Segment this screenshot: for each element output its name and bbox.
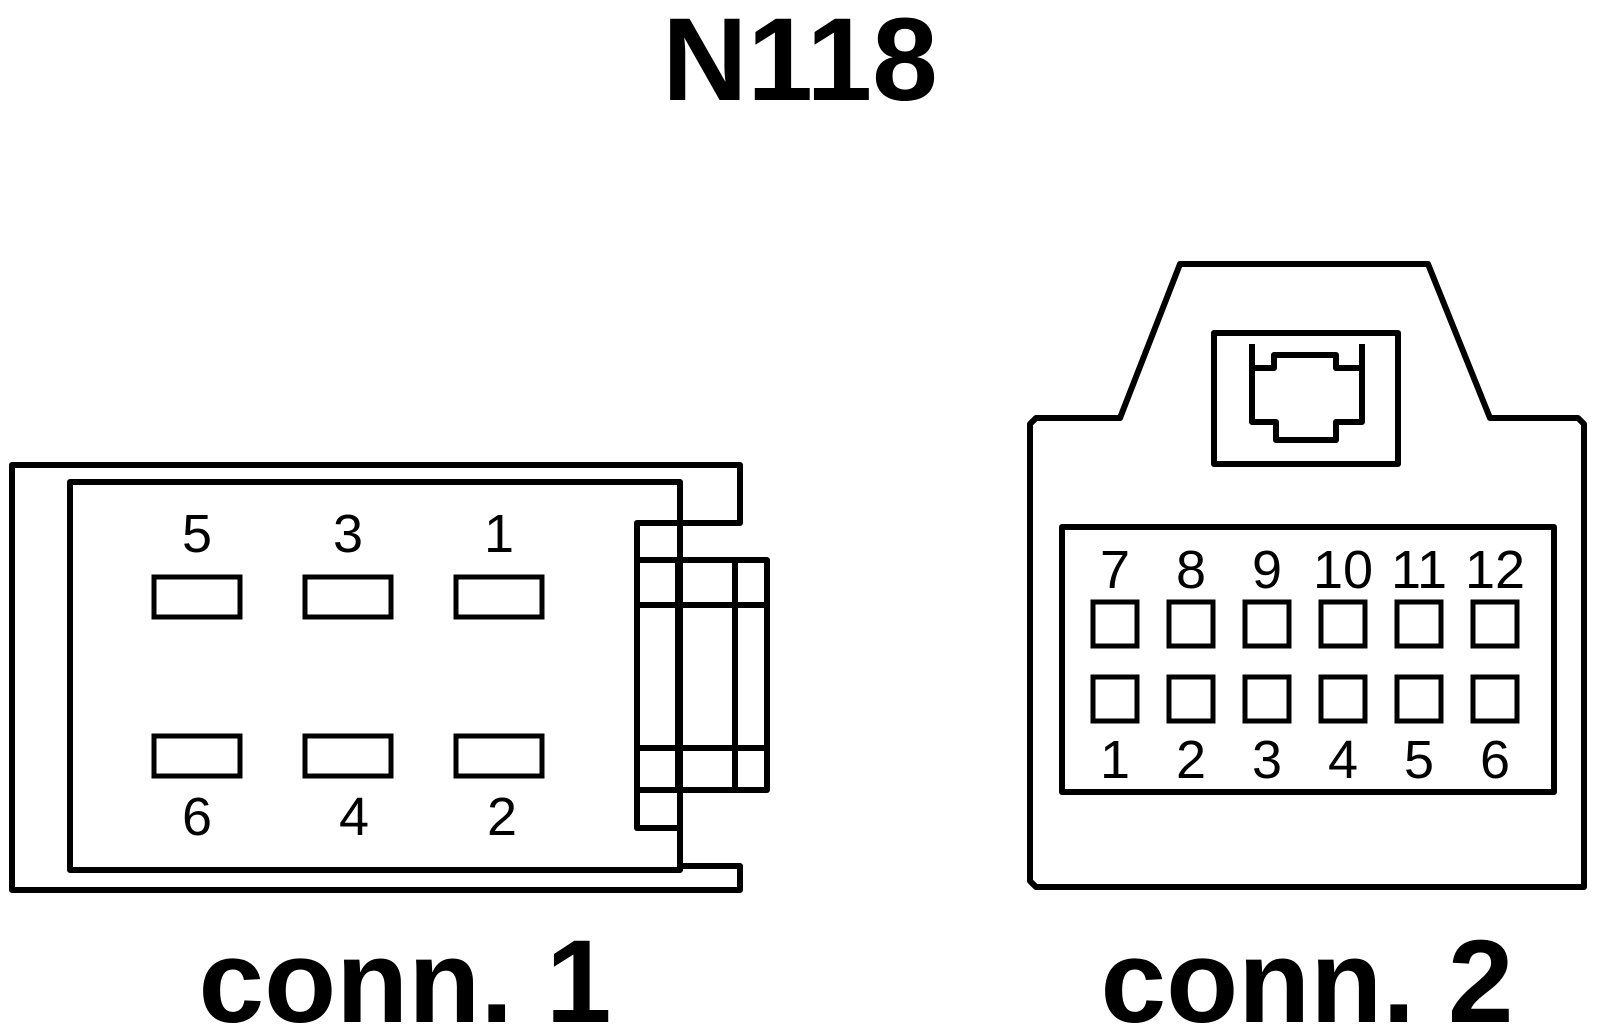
connector-2-pin-4 [1318, 674, 1368, 724]
connector-1-pin-3 [302, 574, 394, 620]
connector-1-pin-4 [302, 733, 394, 779]
connector-2-label: conn. 2 [1100, 916, 1513, 1028]
connector-1-pin-number: 4 [339, 787, 369, 847]
connector-1-pin-number: 3 [333, 504, 363, 564]
connector-2-pin-number: 3 [1252, 730, 1282, 790]
connector-1-pin-6 [151, 733, 243, 779]
connector-2-pin-11 [1394, 599, 1444, 649]
connector-2-pin-2 [1166, 674, 1216, 724]
connector-1-pin-1 [453, 574, 545, 620]
connector-1-pin-number: 2 [487, 787, 517, 847]
connector-2-pin-9 [1242, 599, 1292, 649]
connector-2-latch-frame [1211, 330, 1401, 467]
connector-1-latch-inner [675, 557, 738, 793]
connector-2-pin-1 [1090, 674, 1140, 724]
connector-2-pin-number: 5 [1404, 730, 1434, 790]
connector-1-latch-outer [634, 557, 770, 793]
connector-1-outer-housing [9, 462, 743, 893]
connector-2-pin-number: 7 [1100, 540, 1130, 600]
connector-2: 7 8 9 10 11 12 1 2 3 4 5 6 conn. 2 [1027, 261, 1587, 1028]
connector-2-pin-number: 9 [1252, 540, 1282, 600]
connector-2-pin-10 [1318, 599, 1368, 649]
diagram-title: N118 [662, 0, 938, 126]
connector-1-label: conn. 1 [198, 916, 611, 1028]
connector-1-inner-housing [67, 479, 683, 873]
connector-2-pin-number: 4 [1328, 730, 1358, 790]
connector-1: 5 3 1 6 4 2 conn. 1 [9, 462, 770, 1028]
connector-2-pin-number: 6 [1480, 730, 1510, 790]
connector-2-pin-number: 10 [1313, 540, 1373, 600]
connector-2-pin-number: 1 [1100, 730, 1130, 790]
connector-2-pin-12 [1470, 599, 1520, 649]
connector-2-pin-3 [1242, 674, 1292, 724]
connector-2-housing [1027, 261, 1587, 890]
connector-1-pin-5 [151, 574, 243, 620]
connector-1-pin-number: 5 [182, 504, 212, 564]
connector-1-pin-2 [453, 733, 545, 779]
connector-2-pin-6 [1470, 674, 1520, 724]
connector-2-pin-5 [1394, 674, 1444, 724]
connector-1-pin-number: 6 [182, 787, 212, 847]
connector-2-latch-key [1249, 344, 1365, 443]
connector-2-pin-7 [1090, 599, 1140, 649]
connector-2-pin-field [1059, 524, 1557, 795]
connector-2-pin-number: 8 [1176, 540, 1206, 600]
connector-2-pin-number: 2 [1176, 730, 1206, 790]
connector-2-pin-number: 12 [1465, 540, 1525, 600]
connector-2-pin-8 [1166, 599, 1216, 649]
connector-1-pin-number: 1 [484, 504, 514, 564]
connector-2-pin-number: 11 [1391, 540, 1447, 600]
